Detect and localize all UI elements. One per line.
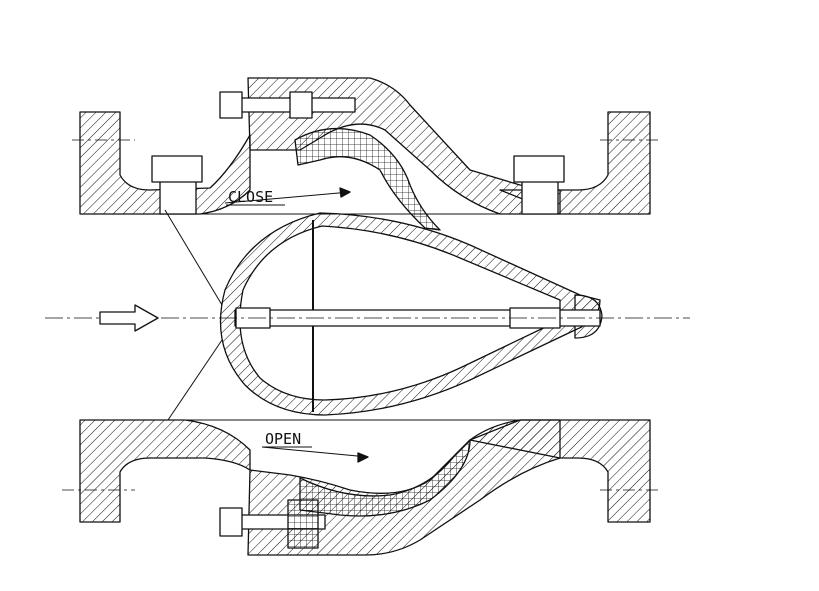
left-stud-head <box>151 155 203 183</box>
lower-cover-nut <box>219 507 243 537</box>
left-flange-lower <box>79 419 251 523</box>
open-label: OPEN <box>265 430 301 448</box>
section-leader-lower <box>167 339 223 421</box>
flow-arrow-icon <box>99 304 159 332</box>
close-label: CLOSE <box>228 188 273 206</box>
right-stud <box>521 179 559 215</box>
left-stud <box>159 179 197 215</box>
section-leader-upper <box>164 209 223 306</box>
open-leader <box>261 446 369 458</box>
close-arrowhead <box>339 187 351 198</box>
right-stud-head <box>513 155 565 183</box>
left-flange-upper <box>79 111 251 215</box>
upper-cover-bolt-head <box>289 91 313 119</box>
upper-seal <box>294 127 441 231</box>
lower-seal-block <box>287 499 319 549</box>
upper-cover-nut <box>219 91 243 119</box>
open-arrowhead <box>357 452 369 463</box>
lower-seal <box>299 439 471 517</box>
close-leader <box>224 191 351 204</box>
lower-body-casting <box>247 419 561 556</box>
